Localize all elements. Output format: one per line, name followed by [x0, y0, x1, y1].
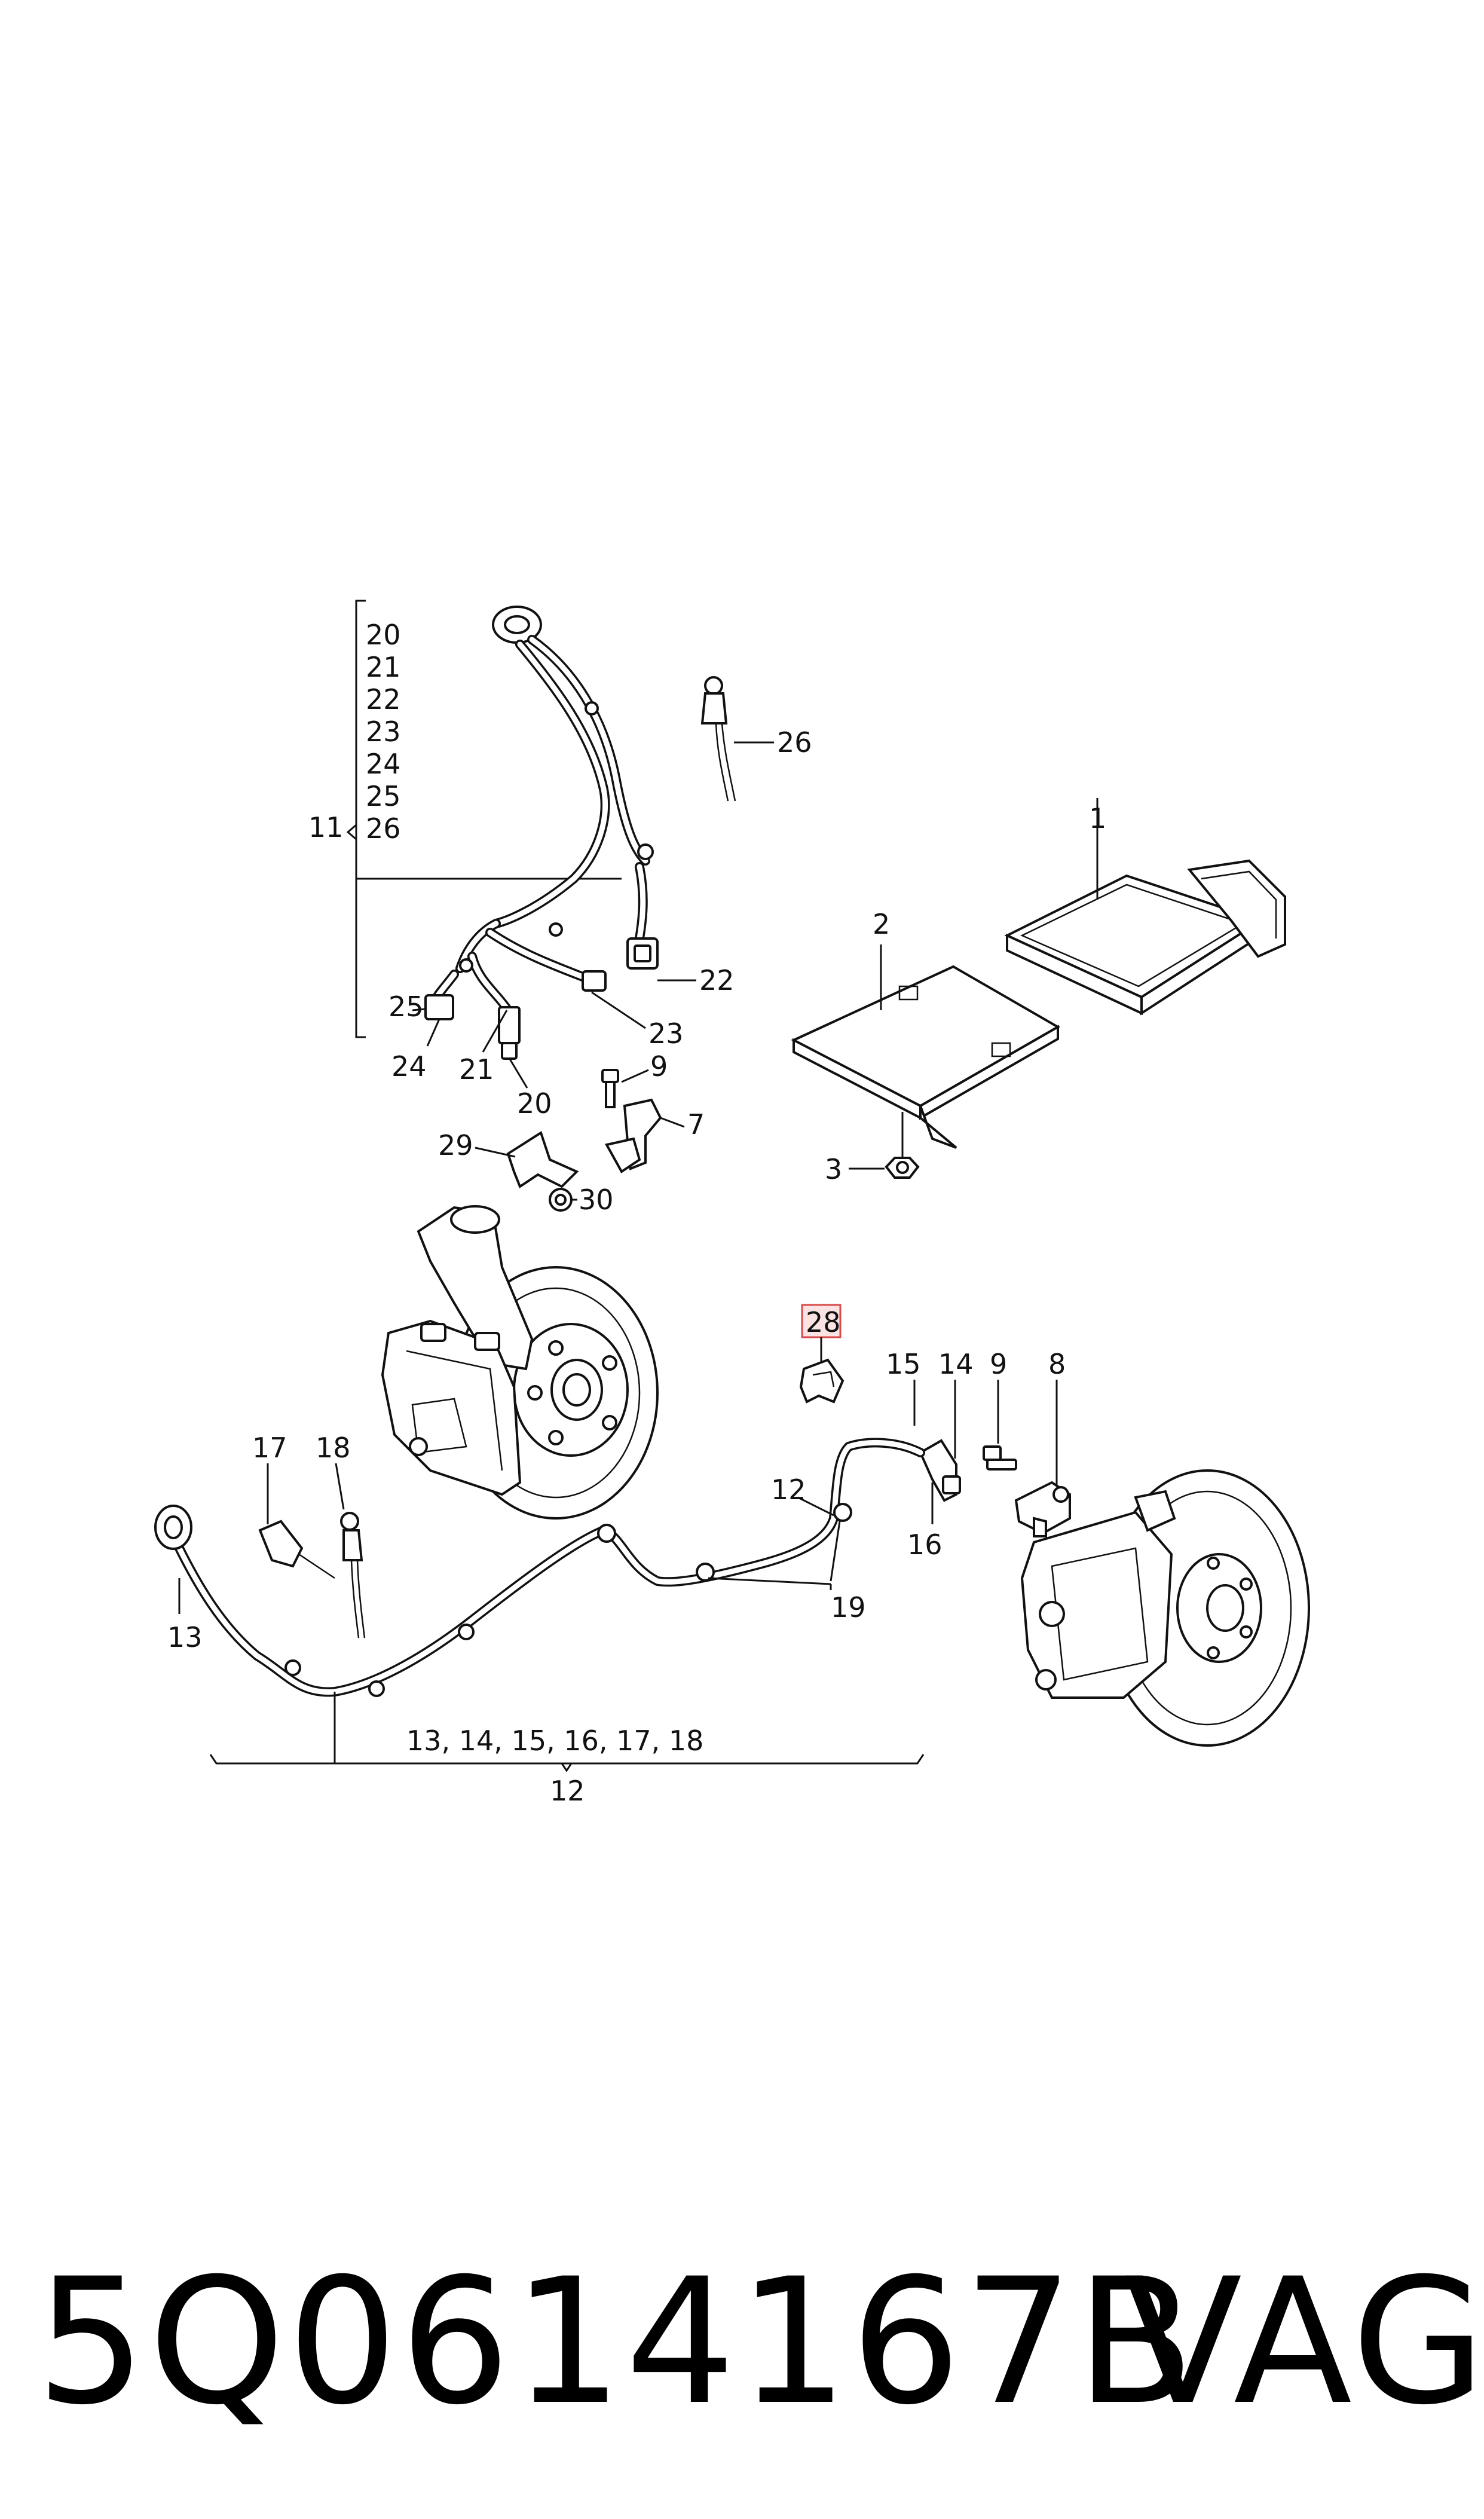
callout-8: 8 [1048, 1348, 1066, 1380]
callout-30: 30 [579, 1184, 614, 1216]
callout-28: 28 [806, 1306, 841, 1338]
rear-callout-leaders [913, 1380, 1058, 1491]
front-brake-assembly [381, 1205, 659, 1520]
part-28-callout-box [801, 1304, 842, 1338]
callout-2: 2 [873, 908, 890, 940]
callout-1: 1 [1089, 802, 1106, 834]
callout-16: 16 [907, 1528, 943, 1561]
callout-12-harness: 12 [771, 1474, 806, 1506]
part-8-rear-sensor [1014, 1481, 1071, 1537]
callout-7: 7 [687, 1108, 705, 1141]
rear-brake-assembly [1020, 1469, 1310, 1747]
part-7-sensor-bracket [604, 1098, 685, 1173]
part-28-clip [799, 1337, 844, 1404]
callout-14: 14 [938, 1348, 974, 1380]
part-29-bracket [475, 1130, 579, 1189]
part-17-clip [258, 1463, 335, 1579]
callout-g11-21: 21 [366, 651, 401, 683]
part-18-clip [335, 1463, 366, 1638]
part-9-rear-bolt [983, 1445, 1017, 1471]
callout-9-rear: 9 [990, 1348, 1007, 1380]
brand-name: VAG [1124, 2242, 1484, 2443]
harness-leaders [412, 979, 696, 1089]
callout-29: 29 [438, 1129, 473, 1161]
callout-18: 18 [316, 1432, 351, 1464]
callout-20: 20 [517, 1087, 552, 1120]
callout-g11-23: 23 [366, 716, 401, 748]
callout-group-12-list: 13, 14, 15, 16, 17, 18 [406, 1725, 703, 1757]
callout-21: 21 [459, 1053, 494, 1086]
callout-g11-22: 22 [366, 683, 401, 716]
callout-19: 19 [831, 1591, 866, 1624]
part-1-control-unit [1004, 798, 1286, 1016]
callout-24: 24 [391, 1050, 427, 1083]
group-11-list: 20 21 22 23 24 25 26 [366, 619, 401, 845]
part-2-cover-plate [791, 944, 1061, 1149]
callout-3: 3 [825, 1153, 842, 1185]
callout-9-front: 9 [650, 1050, 668, 1083]
callout-g11-25: 25 [366, 780, 401, 812]
part-14-sensor [919, 1439, 961, 1524]
callout-23: 23 [648, 1017, 684, 1050]
callout-22: 22 [699, 964, 735, 996]
part-3-nut [849, 1112, 920, 1179]
callout-12-group: 12 [550, 1775, 585, 1807]
group-12-bracket [209, 1692, 925, 1772]
part-number: 5Q0614167B [36, 2242, 1197, 2443]
callout-15: 15 [886, 1348, 921, 1380]
part-30-nut [549, 1188, 577, 1212]
part-26-clip [700, 676, 774, 802]
callout-13: 13 [167, 1621, 203, 1653]
callout-17: 17 [252, 1432, 287, 1464]
callout-25: 25 [388, 991, 424, 1023]
callout-g11-26: 26 [366, 812, 401, 845]
callout-11: 11 [308, 811, 344, 843]
front-wiring-harness [424, 606, 659, 1060]
callout-g11-20: 20 [366, 619, 401, 651]
callout-g11-24: 24 [366, 748, 401, 780]
callout-26: 26 [777, 726, 812, 759]
part-9-front-bolt [601, 1069, 649, 1108]
rear-wiring-harness [154, 1438, 925, 1697]
